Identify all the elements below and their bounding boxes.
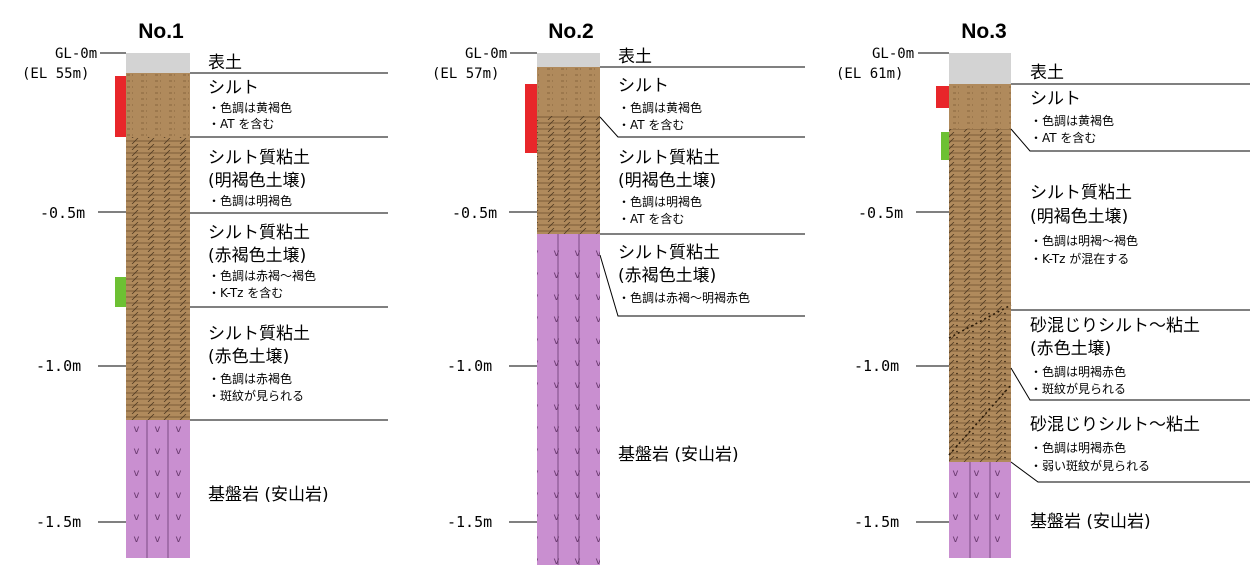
layer-note: ・斑紋が見られる <box>1030 381 1126 396</box>
layer-bedrock <box>949 462 1011 558</box>
elevation-label: (EL 57m) <box>432 66 499 82</box>
layer-sandy-silt-clay <box>949 310 1011 462</box>
column-no1: No.1 GL-0m (EL 55m) -0.5m -1.0m -1.5m 表土… <box>22 20 388 558</box>
layer-note: ・色調は赤褐～褐色 <box>208 268 316 283</box>
sample-marker-green <box>941 132 949 160</box>
layer-title: シルト <box>618 76 669 96</box>
layer-title: (赤褐色土壌) <box>208 246 306 266</box>
layer-note: ・AT を含む <box>208 116 274 131</box>
layer-title: 基盤岩 (安山岩) <box>618 445 739 465</box>
layer-note: ・AT を含む <box>1030 130 1096 145</box>
layer-note: ・AT を含む <box>618 117 684 132</box>
layer-title: 表土 <box>618 47 652 67</box>
layer-note: ・色調は黄褐色 <box>618 100 702 115</box>
layer-title: (赤色土壌) <box>208 347 289 367</box>
layer-note: ・色調は明褐色 <box>208 193 292 208</box>
column-title: No.3 <box>961 20 1007 43</box>
layer-title: (明褐色土壌) <box>208 171 306 191</box>
layer-topsoil <box>949 53 1011 84</box>
layer-note: ・色調は黄褐色 <box>1030 113 1114 128</box>
layer-silty-clay <box>949 129 1011 310</box>
layer-title: (赤色土壌) <box>1030 339 1111 359</box>
layer-note: ・色調は明褐赤色 <box>1030 440 1126 455</box>
depth-label: -1.5m <box>854 513 899 531</box>
layer-note: ・弱い斑紋が見られる <box>1030 458 1150 473</box>
layer-title: シルト質粘土 <box>208 324 310 344</box>
sample-marker-red <box>115 76 126 137</box>
layer-title: シルト質粘土 <box>208 148 310 168</box>
layer-note: ・AT を含む <box>618 211 684 226</box>
column-no2: No.2 GL-0m (EL 57m) -0.5m -1.0m -1.5m 表土… <box>432 20 805 565</box>
ground-level-label: GL-0m <box>465 46 507 62</box>
layer-note: ・斑紋が見られる <box>208 388 304 403</box>
layer-title: シルト質粘土 <box>618 148 720 168</box>
layer-silt <box>126 73 190 137</box>
layer-title: (明褐色土壌) <box>618 171 716 191</box>
layer-title: 基盤岩 (安山岩) <box>1030 512 1151 532</box>
layer-note: ・色調は黄褐色 <box>208 100 292 115</box>
column-no3: No.3 GL-0m (EL 61m) -0.5m -1.0m -1.5m 表土… <box>836 20 1250 558</box>
layer-note: ・色調は明褐色 <box>618 194 702 209</box>
layer-bedrock <box>126 420 190 558</box>
ground-level-label: GL-0m <box>872 46 914 62</box>
layer-topsoil <box>126 53 190 73</box>
sample-marker-red <box>525 84 537 153</box>
layer-title: (赤褐色土壌) <box>618 266 716 286</box>
depth-label: -0.5m <box>452 204 497 222</box>
layer-title: シルト質粘土 <box>208 223 310 243</box>
layer-title: 基盤岩 (安山岩) <box>208 485 329 505</box>
layer-bedrock <box>537 234 600 565</box>
layer-silty-clay <box>126 307 190 420</box>
layer-silty-clay <box>537 116 600 234</box>
elevation-label: (EL 61m) <box>836 66 903 82</box>
layer-title: 砂混じりシルト～粘土 <box>1030 316 1200 336</box>
layer-title: シルト質粘土 <box>1030 183 1132 203</box>
depth-label: -1.5m <box>36 513 81 531</box>
layer-silt <box>537 67 600 116</box>
sample-marker-green <box>115 277 126 307</box>
layer-title: 表土 <box>1030 63 1064 83</box>
column-title: No.2 <box>548 20 594 43</box>
layer-title: シルト <box>1030 89 1081 109</box>
sample-marker-red <box>936 86 949 108</box>
elevation-label: (EL 55m) <box>22 66 89 82</box>
depth-label: -1.5m <box>447 513 492 531</box>
layer-note: ・K-Tz が混在する <box>1030 251 1129 266</box>
layer-title: (明褐色土壌) <box>1030 207 1128 227</box>
layer-topsoil <box>537 53 600 67</box>
layer-silty-clay <box>126 137 190 213</box>
layer-note: ・K-Tz を含む <box>208 285 283 300</box>
layer-title: 表土 <box>208 53 242 73</box>
ground-level-label: GL-0m <box>55 46 97 62</box>
layer-title: シルト <box>208 78 259 98</box>
layer-note: ・色調は赤褐～明褐赤色 <box>618 290 750 305</box>
depth-label: -1.0m <box>447 357 492 375</box>
layer-note: ・色調は明褐赤色 <box>1030 364 1126 379</box>
layer-note: ・色調は明褐～褐色 <box>1030 233 1138 248</box>
layer-title: 砂混じりシルト～粘土 <box>1030 415 1200 435</box>
depth-label: -1.0m <box>854 357 899 375</box>
layer-title: シルト質粘土 <box>618 243 720 263</box>
depth-label: -0.5m <box>40 204 85 222</box>
depth-label: -0.5m <box>858 204 903 222</box>
layer-silt <box>949 84 1011 129</box>
layer-note: ・色調は赤褐色 <box>208 371 292 386</box>
depth-label: -1.0m <box>36 357 81 375</box>
layer-silty-clay <box>126 213 190 307</box>
column-title: No.1 <box>138 20 184 43</box>
